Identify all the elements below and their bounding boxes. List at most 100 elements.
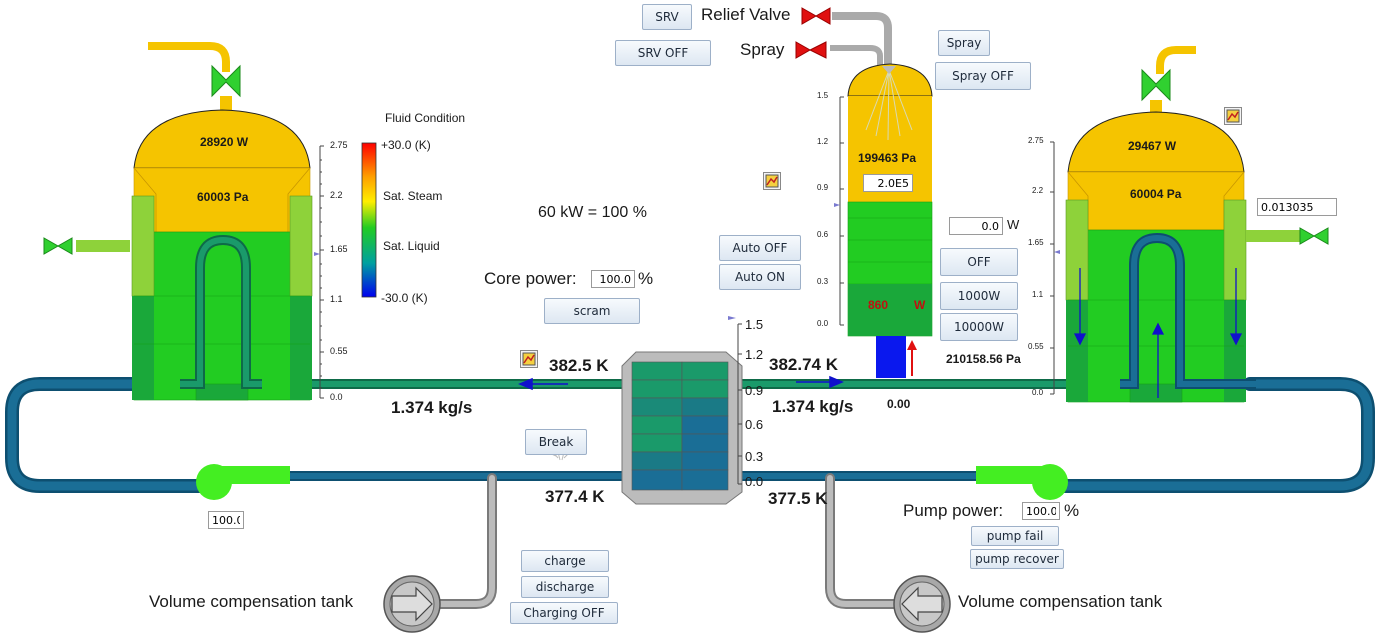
legend-max: +30.0 (K) [381,138,431,152]
pump-power-label: Pump power: [903,501,1004,520]
right-loop-flow: 1.374 kg/s [772,397,854,416]
heater-power-input[interactable] [949,217,1003,235]
break-button[interactable]: Break [525,429,587,455]
right-sg-graph-icon[interactable] [1224,107,1242,125]
hot-leg-flow-arrows-icon [518,375,844,391]
heater-1000w-button[interactable]: 1000W [940,282,1018,310]
spray-button[interactable]: Spray [938,30,990,56]
right-sg-level-scale [1050,141,1060,395]
heater-10000w-button[interactable]: 10000W [940,313,1018,341]
left-steam-valve-icon [211,64,241,98]
auto-off-button[interactable]: Auto OFF [719,235,801,261]
left-scale-tick: 2.2 [330,190,343,200]
left-feed-valve-icon [43,237,73,255]
legend-liquid: Sat. Liquid [383,239,440,253]
hot-leg-right-temp: 382.74 K [769,355,838,374]
reactor-core [621,351,743,505]
legend-title: Fluid Condition [385,111,466,125]
left-scale-tick: 2.75 [330,140,348,150]
left-pump-power-input[interactable] [208,511,244,529]
core-scale-tick: 0.0 [745,474,764,489]
core-scale-tick: 0.3 [745,449,764,464]
heater-off-button[interactable]: OFF [940,248,1018,276]
loop-graph-icon[interactable] [520,350,538,368]
surge-flow: 0.00 [887,397,911,411]
fluid-condition-gradient [361,142,377,298]
core-scale-tick: 1.5 [745,317,764,332]
right-scale-tick: 2.2 [1032,186,1044,195]
hot-leg-left-temp: 382.5 K [549,356,609,375]
right-scale-tick: 2.75 [1028,136,1044,145]
left-pump [196,464,290,500]
left-steam-generator [43,42,313,401]
pressurizer-graph-icon[interactable] [763,172,781,190]
right-scale-tick: 1.65 [1028,238,1044,247]
core-power-percent: % [638,269,654,288]
relief-valve-label: Relief Valve [701,5,791,24]
right-scale-tick: 1.1 [1032,290,1044,299]
left-sg-level-scale [314,145,324,399]
core-scale-tick: 1.2 [745,347,764,362]
relief-valve-icon [801,7,831,25]
pump-power-percent: % [1064,501,1080,520]
cold-leg-right-temp: 377.5 K [768,489,828,508]
spray-pattern-icon [865,69,913,141]
pressure-setpoint-input[interactable] [863,174,913,192]
right-sg-flow-arrows-icon [1073,268,1243,398]
discharge-button[interactable]: discharge [521,576,609,598]
power-ratio-label: 60 kW = 100 % [538,204,647,221]
left-tank-label: Volume compensation tank [149,592,354,611]
spray-valve-icon [795,41,827,59]
auto-on-button[interactable]: Auto ON [719,264,801,290]
legend-steam: Sat. Steam [383,189,443,203]
spray-title: Spray [740,40,785,59]
charge-button[interactable]: charge [521,550,609,572]
right-tank-label: Volume compensation tank [958,592,1163,611]
charging-off-button[interactable]: Charging OFF [510,602,618,624]
pressurizer [795,7,933,378]
pump-recover-button[interactable]: pump recover [970,549,1064,569]
right-sg-pressure: 60004 Pa [1130,187,1182,201]
right-steam-valve-icon [1141,68,1171,102]
left-sg-heat: 28920 W [200,135,249,149]
core-scale-tick: 0.6 [745,417,764,432]
pzr-scale-tick: 1.5 [817,91,829,100]
pzr-scale-tick: 0.0 [817,319,829,328]
primary-loop-pipes [5,377,1375,493]
right-feed-valve-icon [1299,227,1329,245]
core-level-scale [728,316,742,485]
heater-reading-unit: W [914,298,926,312]
right-steam-generator [1065,46,1329,403]
pzr-scale-tick: 0.3 [817,277,829,286]
pzr-scale-tick: 0.6 [817,230,829,239]
right-sg-flow-input[interactable] [1257,198,1337,216]
system-pressure: 210158.56 Pa [946,352,1021,366]
spray-off-button[interactable]: Spray OFF [935,62,1031,90]
core-power-input[interactable] [591,270,635,288]
pzr-scale-tick: 0.9 [817,183,829,192]
right-volume-tank-icon [893,575,951,633]
pzr-scale-tick: 1.2 [817,137,829,146]
left-scale-tick: 0.0 [330,392,343,402]
core-scale-tick: 0.9 [745,383,764,398]
left-scale-tick: 0.55 [330,346,348,356]
pressurizer-pressure: 199463 Pa [858,151,917,165]
right-pump [976,464,1068,500]
right-pump-power-input[interactable] [1022,502,1060,520]
heater-power-unit: W [1007,217,1020,232]
right-scale-tick: 0.0 [1032,388,1044,397]
left-scale-tick: 1.1 [330,294,343,304]
left-scale-tick: 1.65 [330,244,348,254]
srv-off-button[interactable]: SRV OFF [615,40,711,66]
srv-button[interactable]: SRV [642,4,692,30]
left-loop-flow: 1.374 kg/s [391,398,473,417]
right-sg-heat: 29467 W [1128,139,1177,153]
pressurizer-level-scale [834,96,844,326]
scram-button[interactable]: scram [544,298,640,324]
left-sg-pressure: 60003 Pa [197,190,249,204]
pump-fail-button[interactable]: pump fail [971,526,1059,546]
core-power-label: Core power: [484,269,577,288]
left-volume-tank-icon [383,575,441,633]
right-scale-tick: 0.55 [1028,342,1044,351]
